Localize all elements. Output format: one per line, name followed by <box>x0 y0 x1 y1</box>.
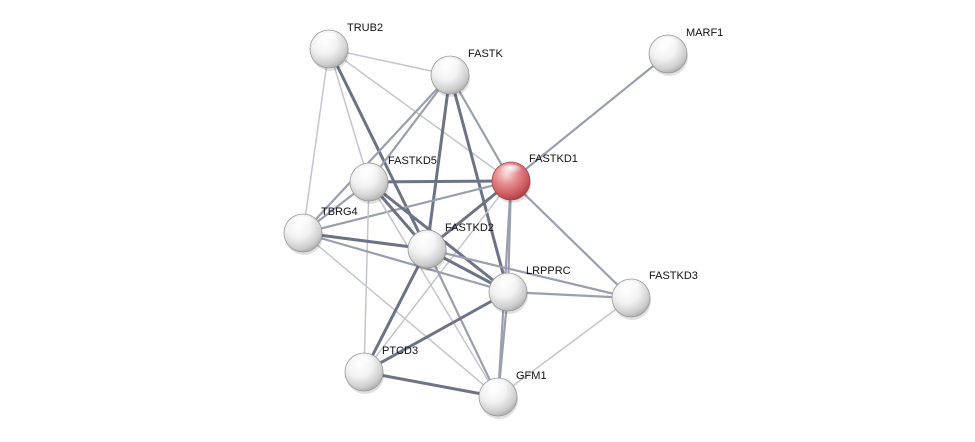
edge-lrpprc-fastkd3[interactable] <box>506 290 633 300</box>
node-lrpprc[interactable]: LRPPRC <box>488 265 571 314</box>
edge-marf1-fastkd1[interactable] <box>509 52 670 183</box>
edge-fastkd1-ptcd3[interactable] <box>363 180 512 373</box>
node-highlight-gloss <box>357 165 381 180</box>
node-label-fastkd5: FASTKD5 <box>388 155 437 167</box>
node-label-fastkd2: FASTKD2 <box>445 222 494 234</box>
edge-tbrg4-gfm1[interactable] <box>302 232 499 398</box>
edge-fastkd1-tbrg4[interactable] <box>301 179 513 235</box>
node-highlight-gloss <box>499 164 523 179</box>
edge-trub2-tbrg4[interactable] <box>302 48 330 234</box>
node-highlight-gloss <box>496 275 520 290</box>
node-highlight-gloss <box>352 355 376 370</box>
edge-fastkd3-gfm1[interactable] <box>497 297 632 398</box>
node-gfm1[interactable]: GFM1 <box>478 370 547 419</box>
edge-tbrg4-lrpprc[interactable] <box>301 231 510 294</box>
node-fastkd5[interactable]: FASTKD5 <box>349 155 437 204</box>
node-highlight-gloss <box>317 32 341 47</box>
edge-trub2-fastk[interactable] <box>328 48 451 76</box>
edge-trub2-fastkd2[interactable] <box>327 47 429 251</box>
node-fastkd1[interactable]: FASTKD1 <box>491 153 578 203</box>
node-label-fastkd1: FASTKD1 <box>529 153 578 165</box>
node-ptcd3[interactable]: PTCD3 <box>344 345 418 394</box>
edge-fastkd2-ptcd3[interactable] <box>362 247 429 374</box>
node-label-ptcd3: PTCD3 <box>382 345 418 357</box>
node-fastkd2[interactable]: FASTKD2 <box>407 222 494 271</box>
edge-fastk-tbrg4[interactable] <box>301 73 452 235</box>
node-label-fastkd3: FASTKD3 <box>649 270 698 282</box>
node-label-trub2: TRUB2 <box>347 22 383 34</box>
node-fastk[interactable]: FASTK <box>430 48 504 97</box>
node-highlight-gloss <box>486 380 510 395</box>
node-trub2[interactable]: TRUB2 <box>309 22 383 71</box>
edge-fastk-fastkd1[interactable] <box>448 73 513 183</box>
edge-fastk-fastkd5[interactable] <box>367 73 452 184</box>
edge-ptcd3-gfm1[interactable] <box>362 370 500 399</box>
edge-fastkd2-gfm1[interactable] <box>425 247 500 399</box>
edge-fastkd5-gfm1[interactable] <box>368 181 499 398</box>
edge-fastk-fastkd2[interactable] <box>425 73 452 251</box>
node-label-gfm1: GFM1 <box>516 370 547 382</box>
node-highlight-gloss <box>415 232 439 247</box>
edge-fastk-lrpprc[interactable] <box>448 73 510 294</box>
edge-trub2-fastkd5[interactable] <box>328 48 370 183</box>
node-label-fastk: FASTK <box>468 48 504 60</box>
node-fastkd3[interactable]: FASTKD3 <box>611 270 698 320</box>
node-highlight-gloss <box>291 216 315 231</box>
edge-fastkd2-fastkd3[interactable] <box>425 247 633 300</box>
edge-tbrg4-fastkd2[interactable] <box>301 231 429 251</box>
node-highlight-gloss <box>619 281 643 296</box>
node-tbrg4[interactable]: TBRG4 <box>283 206 358 255</box>
edge-fastkd1-fastkd3[interactable] <box>509 179 633 300</box>
node-label-tbrg4: TBRG4 <box>321 206 358 218</box>
edge-lrpprc-ptcd3[interactable] <box>362 290 510 374</box>
edge-fastkd1-fastkd5[interactable] <box>367 179 513 184</box>
edge-fastkd5-ptcd3[interactable] <box>363 181 370 373</box>
node-marf1[interactable]: MARF1 <box>648 27 723 76</box>
node-highlight-gloss <box>656 37 680 52</box>
node-label-lrpprc: LRPPRC <box>526 265 571 277</box>
node-label-marf1: MARF1 <box>686 27 723 39</box>
node-highlight-gloss <box>438 58 462 73</box>
